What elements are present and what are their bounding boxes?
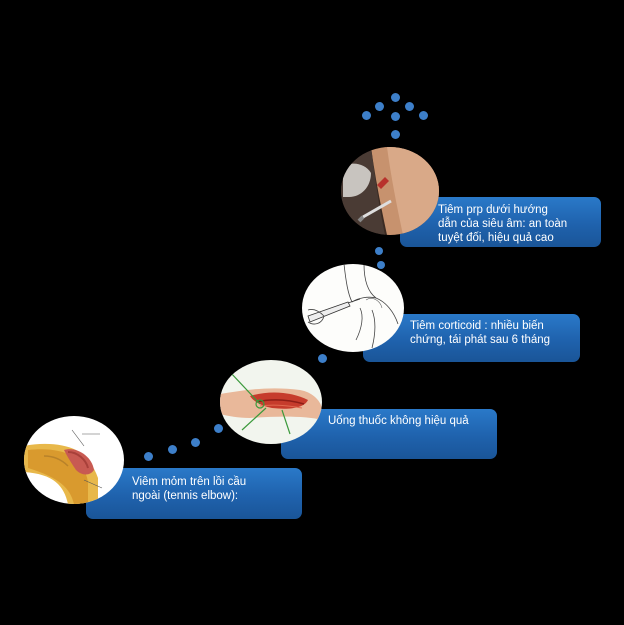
step-4-text: Tiêm prp dưới hướng dẫn của siêu âm: an … xyxy=(438,204,568,244)
connector-dot xyxy=(144,452,153,461)
connector-dot xyxy=(318,354,327,363)
decoration-dot xyxy=(362,111,371,120)
step-3-injection-sketch xyxy=(302,264,404,352)
connector-dot xyxy=(168,445,177,454)
decoration-dot xyxy=(419,111,428,120)
step-1-elbow-image xyxy=(24,416,124,504)
step-3-text: Tiêm corticoid : nhiều biến chứng, tái p… xyxy=(410,320,551,346)
step-1-box: Viêm mỏm trên lồi cầu ngoài (tennis elbo… xyxy=(86,468,302,519)
decoration-dot xyxy=(405,102,414,111)
step-2-forearm-image xyxy=(220,360,322,444)
connector-dot xyxy=(191,438,200,447)
decoration-dot xyxy=(391,130,400,139)
step-1-text: Viêm mỏm trên lồi cầu ngoài (tennis elbo… xyxy=(132,476,247,502)
decoration-dot xyxy=(375,102,384,111)
decoration-dot xyxy=(391,112,400,121)
step-4-ultrasound-photo xyxy=(341,147,439,235)
step-2-text: Uống thuốc không hiệu quả xyxy=(328,415,469,427)
connector-dot xyxy=(375,247,383,255)
decoration-dot xyxy=(391,93,400,102)
connector-dot xyxy=(377,261,385,269)
connector-dot xyxy=(214,424,223,433)
